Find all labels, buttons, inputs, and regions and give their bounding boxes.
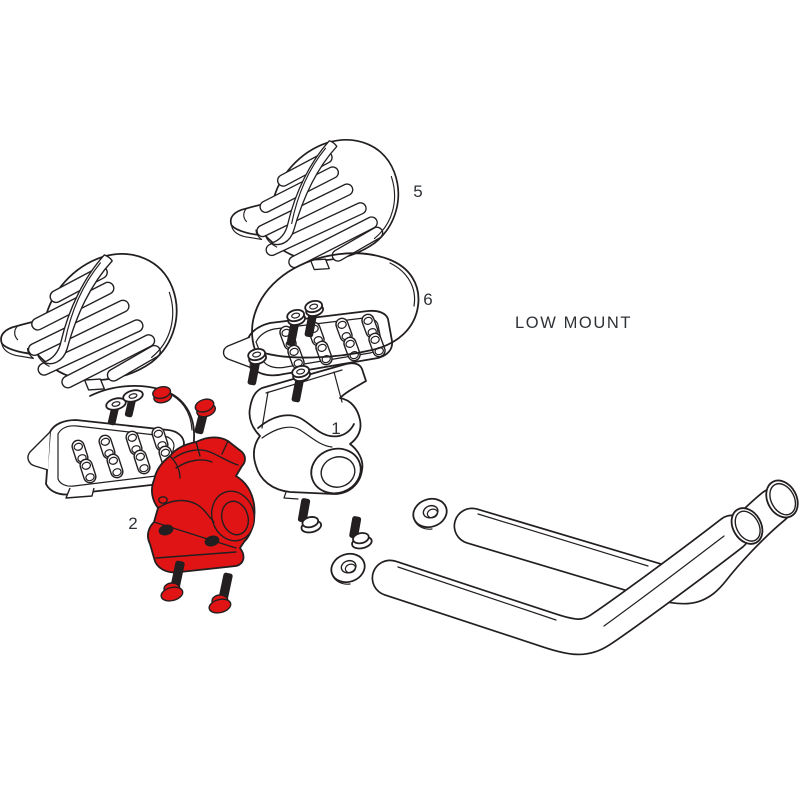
washer-bolt [349,516,373,550]
clamp-hardware [297,493,452,588]
part-label-1: 1 [331,419,340,438]
riser-pedestal-part2 [147,436,256,574]
red-bolt [206,572,234,616]
spacer-washer [326,548,370,588]
washer-bolt [297,498,323,534]
left-cradle-bolts [104,385,217,435]
part-label-5: 5 [413,182,422,201]
bar-open-end-near [730,507,764,545]
red-bolt [194,398,217,435]
bar-open-end-far [765,479,799,519]
left-cradle-plate [27,419,185,499]
extension-bar-near [371,514,751,656]
extension-bars [371,479,799,656]
spacer-washer [408,493,452,533]
part-label-6: 6 [423,290,432,309]
red-bolt-head [152,385,173,404]
part-label-2: 2 [128,514,137,533]
extension-clamp-part1 [248,362,367,500]
armrest-pad-left [0,253,178,391]
center-cradle-plate [222,309,393,377]
mount-title: LOW MOUNT [515,314,632,332]
armrest-pad-top [229,139,400,271]
